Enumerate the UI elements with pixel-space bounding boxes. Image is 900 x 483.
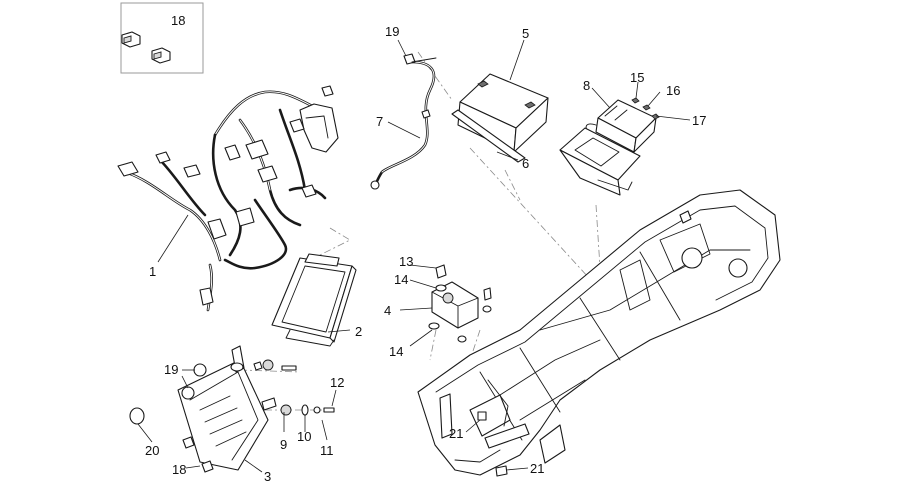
callout-18-bottom: 18 bbox=[172, 462, 186, 477]
callout-7: 7 bbox=[376, 114, 383, 129]
callout-17: 17 bbox=[692, 113, 706, 128]
grommet-icon bbox=[280, 404, 292, 416]
clip-icon bbox=[151, 47, 171, 64]
fuse-box-icon bbox=[299, 103, 339, 153]
bolt-icon bbox=[483, 287, 492, 301]
callout-3: 3 bbox=[264, 469, 271, 483]
callout-20: 20 bbox=[145, 443, 159, 458]
callout-8: 8 bbox=[583, 78, 590, 93]
callout-19-bracket: 19 bbox=[164, 362, 178, 377]
screw-icon bbox=[281, 365, 297, 371]
rubber-plug-icon bbox=[129, 407, 145, 425]
bolt-icon bbox=[435, 264, 447, 279]
battery bbox=[457, 73, 549, 153]
ring-terminal-icon bbox=[370, 180, 380, 190]
relay-assembly bbox=[559, 97, 660, 196]
clip-icon bbox=[193, 363, 207, 377]
connector-icon bbox=[155, 151, 171, 164]
connector-icon bbox=[321, 85, 334, 97]
wiring-harness bbox=[117, 85, 339, 312]
mounting-hole-icon bbox=[681, 247, 703, 269]
washer-icon bbox=[313, 406, 321, 414]
hardware-small bbox=[129, 359, 335, 473]
washer-icon bbox=[435, 284, 447, 292]
leader-lines bbox=[137, 39, 691, 473]
clip-icon bbox=[181, 386, 195, 400]
clip-icon bbox=[182, 436, 195, 449]
screw-icon bbox=[323, 407, 335, 413]
screws-21 bbox=[477, 411, 508, 477]
connector-icon bbox=[207, 218, 227, 240]
battery-cable bbox=[370, 53, 437, 190]
battery-pad bbox=[451, 109, 526, 163]
terminal-cap-icon bbox=[403, 53, 416, 65]
connector-icon bbox=[235, 207, 255, 227]
rear-subframe-tray bbox=[417, 189, 781, 476]
connector-icon bbox=[224, 144, 241, 161]
mounting-hole-icon bbox=[728, 258, 748, 278]
relay-pin-icon bbox=[631, 97, 640, 104]
connector-icon bbox=[117, 161, 139, 177]
callout-2: 2 bbox=[355, 324, 362, 339]
callout-21-lower: 21 bbox=[530, 461, 544, 476]
screw-icon bbox=[495, 465, 508, 477]
callout-18-kit: 18 bbox=[171, 13, 185, 28]
connector-icon bbox=[245, 139, 269, 160]
relay-pin-icon bbox=[651, 113, 660, 120]
washer-icon bbox=[457, 335, 467, 343]
ecu-unit bbox=[271, 253, 357, 347]
connector-icon bbox=[199, 287, 214, 306]
callout-6: 6 bbox=[522, 156, 529, 171]
nut-icon bbox=[253, 361, 263, 371]
washer-icon bbox=[428, 322, 440, 330]
callout-13: 13 bbox=[399, 254, 413, 269]
callout-5: 5 bbox=[522, 26, 529, 41]
clip-kit-box bbox=[120, 2, 204, 74]
washer-icon bbox=[482, 305, 492, 313]
connector-icon bbox=[257, 165, 278, 183]
callout-14-lower: 14 bbox=[389, 344, 403, 359]
screw-icon bbox=[477, 411, 487, 421]
sensor-port-icon bbox=[442, 292, 454, 304]
clip-icon bbox=[201, 460, 214, 473]
connector-icon bbox=[183, 164, 201, 178]
callout-15: 15 bbox=[630, 70, 644, 85]
sensor-unit bbox=[428, 264, 492, 343]
relay-pin-icon bbox=[642, 104, 651, 111]
callout-12: 12 bbox=[330, 375, 344, 390]
callout-9: 9 bbox=[280, 437, 287, 452]
callout-10: 10 bbox=[297, 429, 311, 444]
mounting-bracket bbox=[177, 345, 277, 471]
callout-14-upper: 14 bbox=[394, 272, 408, 287]
clip-icon bbox=[121, 31, 141, 48]
connector-icon bbox=[289, 118, 305, 133]
callout-21-upper: 21 bbox=[449, 426, 463, 441]
callout-16: 16 bbox=[666, 83, 680, 98]
washer-icon bbox=[230, 362, 244, 372]
callout-19-cable: 19 bbox=[385, 24, 399, 39]
callout-4: 4 bbox=[384, 303, 391, 318]
connector-icon bbox=[301, 184, 317, 198]
spacer-icon bbox=[301, 404, 309, 416]
grommet-icon bbox=[262, 359, 274, 371]
callout-11: 11 bbox=[320, 443, 334, 458]
callout-labels: 1 2 3 4 5 6 7 8 9 10 11 12 13 14 14 15 1… bbox=[145, 13, 706, 483]
callout-1: 1 bbox=[149, 264, 156, 279]
